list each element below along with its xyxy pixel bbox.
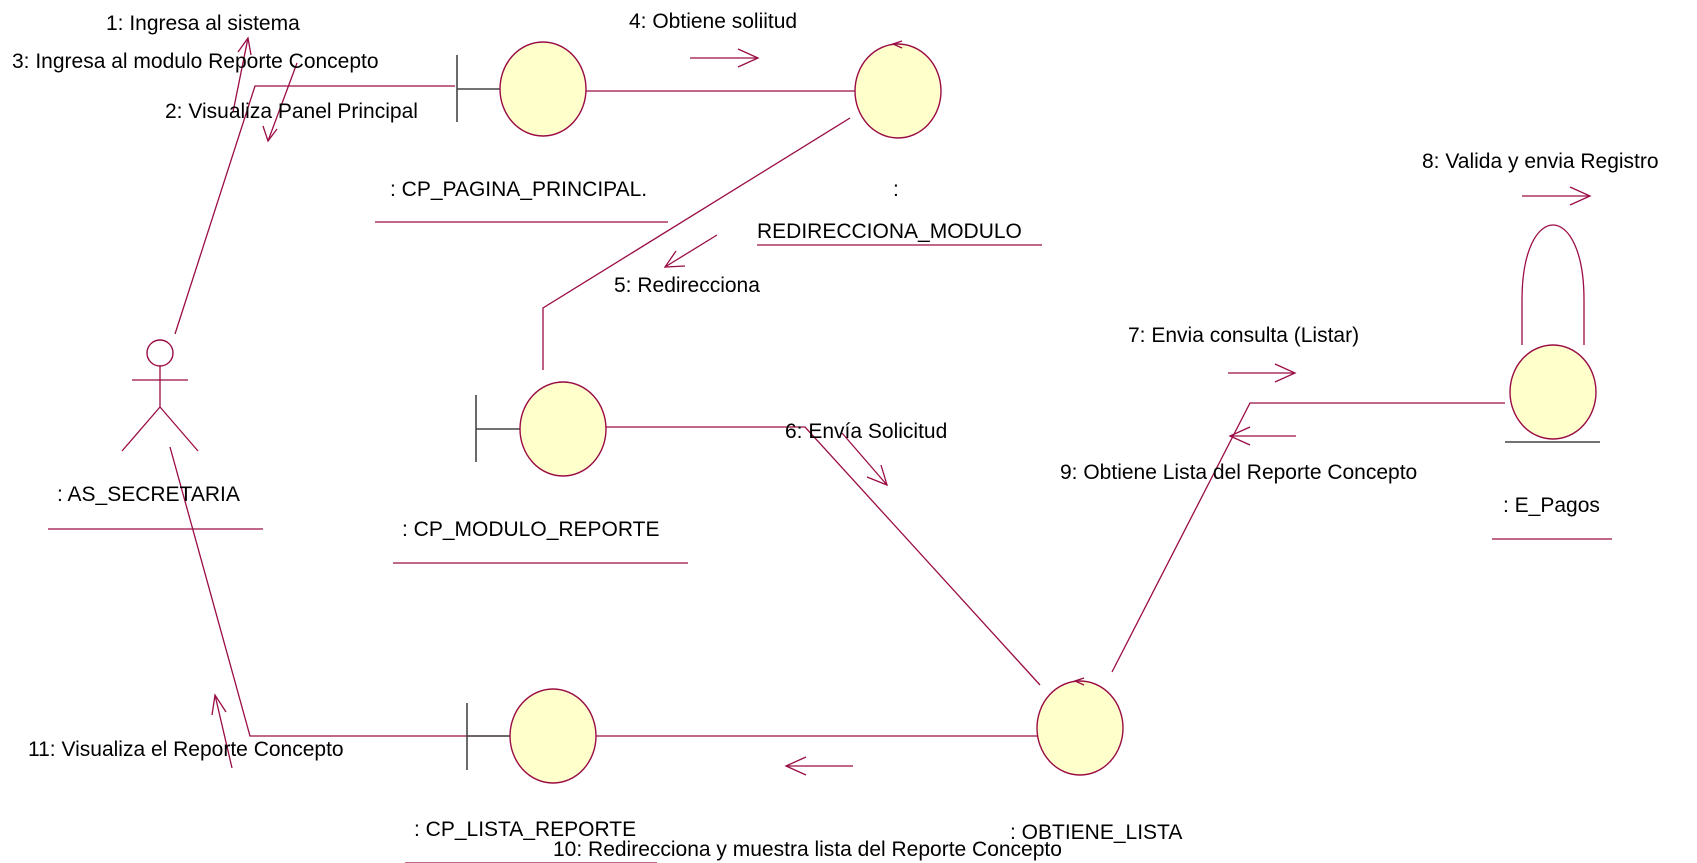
- arrow-m9: [1228, 426, 1296, 446]
- message-label-m4: 4: Obtiene soliitud: [629, 10, 797, 33]
- message-label-m2: 2: Visualiza Panel Principal: [165, 100, 418, 123]
- links: [169, 85, 1585, 737]
- arrow-m7: [1228, 363, 1297, 383]
- actor-label: : AS_SECRETARIA: [57, 483, 240, 506]
- entity-icon: [1505, 344, 1600, 443]
- message-label-m8: 8: Valida y envia Registro: [1422, 150, 1659, 173]
- entity-e-pagos[interactable]: : E_Pagos: [1492, 344, 1612, 540]
- arrow-m10: [784, 756, 853, 776]
- message-label-m5: 5: Redirecciona: [614, 274, 760, 297]
- control-label: REDIRECCIONA_MODULO: [757, 220, 1022, 243]
- self-link-e-pagos: [1521, 224, 1585, 345]
- control-icon: [854, 40, 942, 139]
- message-label-m7: 7: Envia consulta (Listar): [1128, 324, 1359, 347]
- message-label-m3: 3: Ingresa al modulo Reporte Concepto: [12, 50, 379, 73]
- control-icon: [1036, 677, 1124, 776]
- boundary-cp-lista-reporte[interactable]: : CP_LISTA_REPORTE: [405, 688, 657, 863]
- control-obtiene-lista[interactable]: : OBTIENE_LISTA: [1010, 677, 1182, 844]
- link-obtiene-lista-e-pagos: [1111, 402, 1505, 673]
- arrow-m1: [232, 36, 252, 113]
- arrow-m2: [262, 62, 298, 143]
- link-lista-reporte-actor: [169, 446, 508, 737]
- link-modulo-reporte-obtiene-lista: [605, 426, 1041, 686]
- entity-label: : E_Pagos: [1503, 494, 1600, 517]
- boundary-icon: [466, 688, 597, 784]
- boundary-icon: [456, 41, 587, 137]
- arrow-m6: [841, 432, 889, 487]
- link-actor-pagina-principal: [174, 85, 455, 335]
- actor-as-secretaria[interactable]: : AS_SECRETARIA: [48, 339, 263, 530]
- control-label: : OBTIENE_LISTA: [1010, 821, 1182, 844]
- boundary-cp-modulo-reporte[interactable]: : CP_MODULO_REPORTE: [393, 381, 688, 564]
- boundary-label: : CP_PAGINA_PRINCIPAL.: [390, 178, 647, 201]
- message-label-m1: 1: Ingresa al sistema: [106, 12, 300, 35]
- boundary-icon: [475, 381, 607, 477]
- message-labels: 1: Ingresa al sistema 3: Ingresa al modu…: [12, 10, 1659, 861]
- boundary-label: : CP_LISTA_REPORTE: [414, 818, 636, 841]
- link-redirecciona-modulo-reporte: [542, 117, 851, 370]
- arrow-m11: [211, 693, 233, 769]
- arrow-m5: [663, 234, 718, 268]
- boundary-label: : CP_MODULO_REPORTE: [402, 518, 660, 541]
- message-arrows: [211, 36, 1592, 776]
- boundary-cp-pagina-principal[interactable]: : CP_PAGINA_PRINCIPAL.: [375, 41, 668, 223]
- message-label-m6: 6: Envía Solicitud: [785, 420, 947, 443]
- control-label-prefix: :: [893, 178, 899, 201]
- arrow-m8: [1522, 186, 1592, 206]
- control-redirecciona-modulo[interactable]: : REDIRECCIONA_MODULO: [757, 40, 1042, 246]
- message-label-m11: 11: Visualiza el Reporte Concepto: [28, 738, 344, 761]
- message-label-m10: 10: Redirecciona y muestra lista del Rep…: [553, 838, 1062, 861]
- actor-icon: [121, 339, 199, 452]
- message-label-m9: 9: Obtiene Lista del Reporte Concepto: [1060, 461, 1417, 484]
- arrow-m4: [690, 48, 760, 68]
